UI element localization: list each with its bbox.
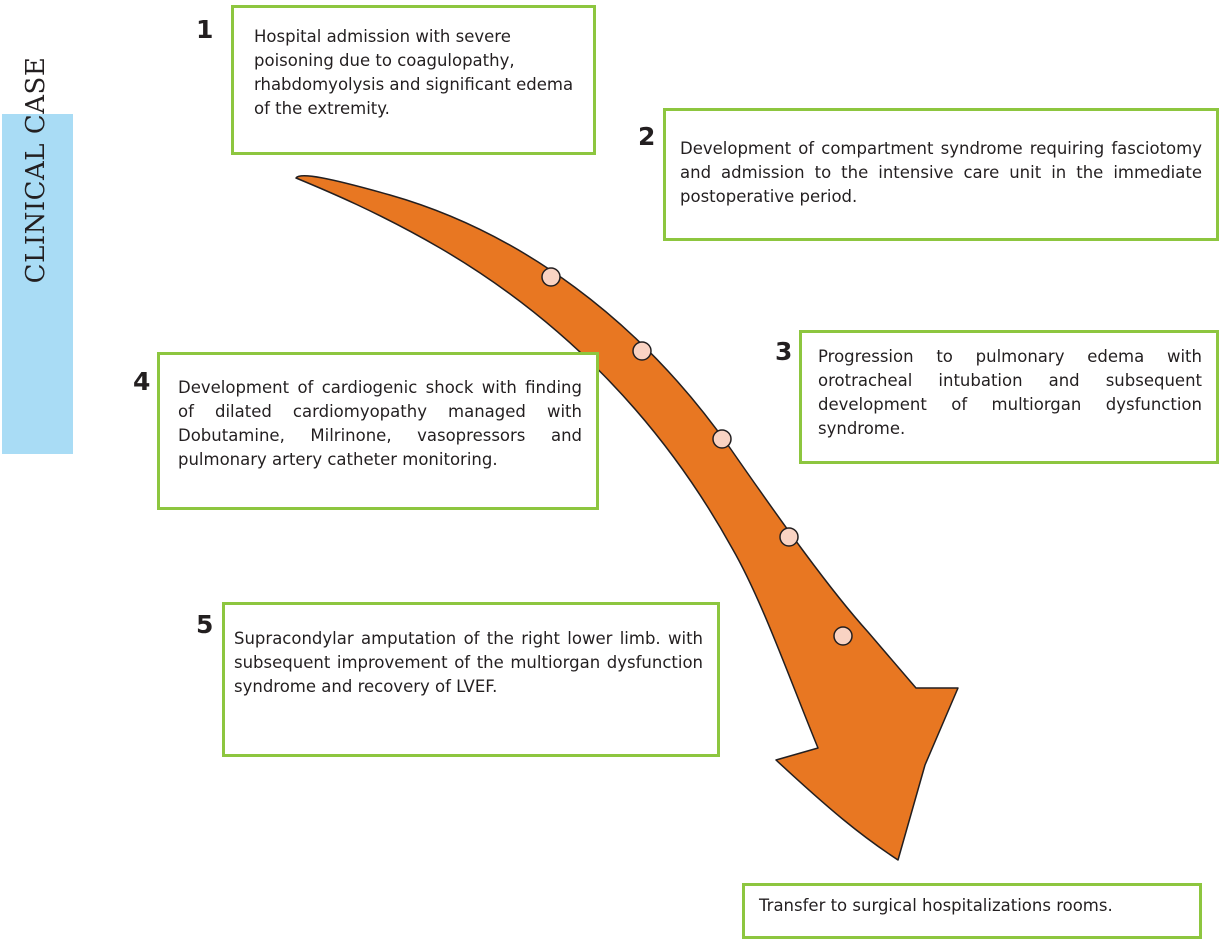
step-number-5: 5 (196, 610, 214, 639)
step-text-4: Development of cardiogenic shock with fi… (178, 378, 582, 469)
step-number-2: 2 (638, 122, 656, 151)
timeline-dot (779, 527, 799, 547)
step-box-2: Development of compartment syndrome requ… (663, 108, 1219, 241)
curved-arrow-shape (295, 174, 959, 861)
timeline-dot (541, 267, 561, 287)
step-number-1: 1 (196, 15, 214, 44)
final-step-box: Transfer to surgical hospitalizations ro… (742, 883, 1202, 939)
step-text-2: Development of compartment syndrome requ… (680, 139, 1202, 206)
timeline-dot (632, 341, 652, 361)
step-box-1: Hospital admission with severe poisoning… (231, 5, 596, 155)
timeline-dot (833, 626, 853, 646)
step-box-5: Supracondylar amputation of the right lo… (222, 602, 720, 757)
step-text-5: Supracondylar amputation of the right lo… (234, 629, 703, 696)
timeline-dot (712, 429, 732, 449)
side-tab (2, 114, 73, 454)
step-number-3: 3 (775, 337, 793, 366)
step-text-3: Progression to pulmonary edema with orot… (818, 347, 1202, 438)
step-box-3: Progression to pulmonary edema with orot… (799, 330, 1219, 464)
step-box-4: Development of cardiogenic shock with fi… (157, 352, 599, 510)
step-number-4: 4 (133, 367, 151, 396)
step-text-1: Hospital admission with severe poisoning… (254, 27, 574, 118)
final-step-text: Transfer to surgical hospitalizations ro… (759, 896, 1113, 915)
